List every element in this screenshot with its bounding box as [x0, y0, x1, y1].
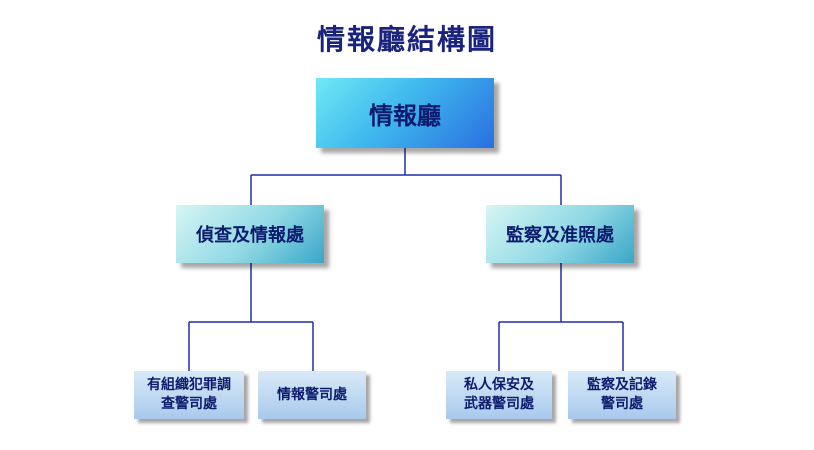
branch-node-label: 偵查及情報處	[196, 225, 304, 246]
leaf-node-private-security-weapons: 私人保安及 武器警司處	[446, 371, 552, 419]
leaf-node-label-line2: 武器警司處	[464, 396, 534, 412]
root-node-label: 情報廳	[369, 101, 441, 130]
leaf-node-label-line2: 查警司處	[161, 396, 217, 412]
leaf-node-supervision-records: 監察及記錄 警司處	[568, 371, 676, 419]
branch-node-investigation-intelligence: 偵查及情報處	[176, 205, 324, 263]
leaf-node-organized-crime: 有組織犯罪調 查警司處	[134, 371, 244, 419]
leaf-node-intelligence: 情報警司處	[258, 371, 366, 419]
root-node: 情報廳	[316, 78, 494, 148]
branch-node-label: 監察及准照處	[506, 225, 614, 246]
leaf-node-label-line1: 私人保安及	[464, 377, 534, 393]
page-title: 情報廳結構圖	[316, 23, 497, 56]
leaf-node-label-line1: 情報警司處	[277, 386, 347, 403]
branch-node-supervision-licensing: 監察及准照處	[486, 205, 634, 263]
leaf-node-label-line1: 監察及記錄	[587, 377, 657, 393]
leaf-node-label-line1: 有組織犯罪調	[147, 377, 231, 393]
leaf-node-label-line2: 警司處	[601, 396, 643, 412]
